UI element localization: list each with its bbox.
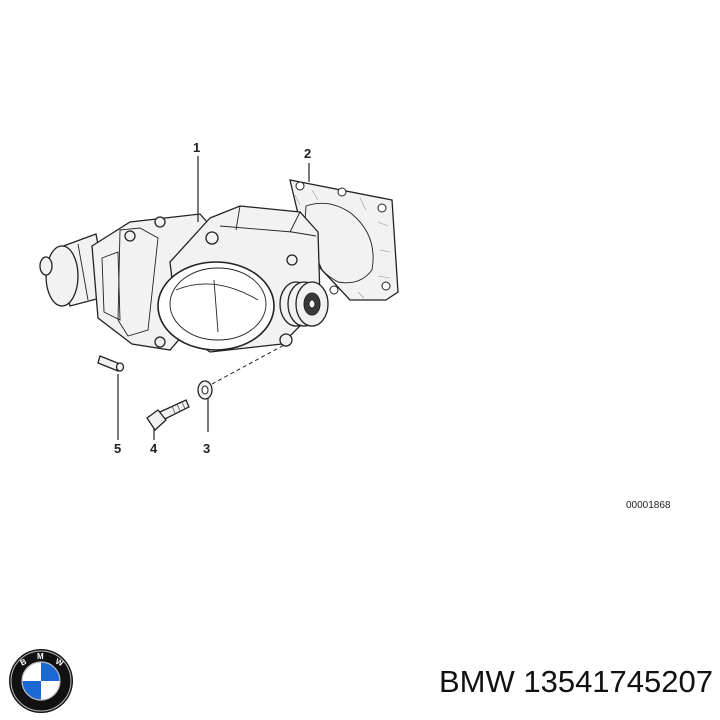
drawing-number: 00001868 — [626, 500, 671, 511]
callout-3: 3 — [203, 441, 210, 456]
leader-lines — [117, 156, 310, 440]
svg-text:B: B — [19, 657, 28, 668]
svg-text:W: W — [54, 657, 65, 669]
callout-2: 2 — [304, 146, 311, 161]
callout-1: 1 — [193, 140, 200, 155]
throttle-body-part-1 — [39, 205, 329, 353]
callout-4: 4 — [150, 441, 158, 456]
pin-part-5 — [97, 355, 125, 372]
bolt-part-4 — [146, 399, 190, 431]
pulley — [279, 281, 329, 327]
part-number-caption: BMW 13541745207 — [438, 664, 713, 699]
bmw-logo-icon: B M W — [9, 649, 73, 713]
callout-5: 5 — [114, 441, 121, 456]
washer-part-3 — [197, 380, 213, 400]
svg-text:M: M — [37, 652, 44, 661]
